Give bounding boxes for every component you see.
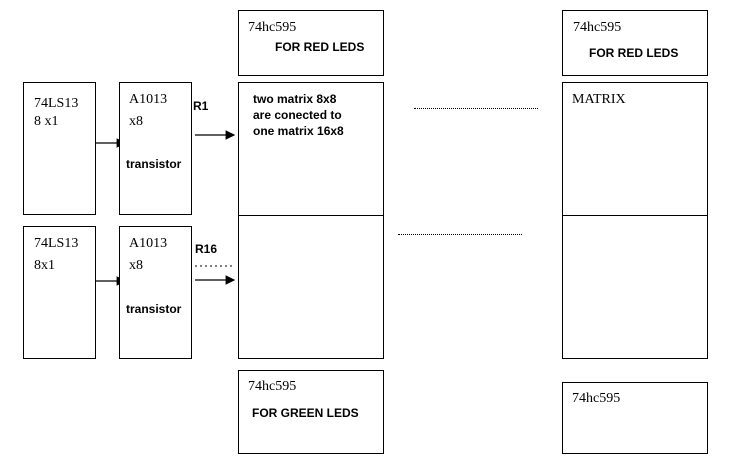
transistor-top-count: x8 [129, 114, 143, 129]
shift-register-green-right: 74hc595 [562, 382, 708, 454]
decoder-block-bottom: 74LS13 8x1 [23, 226, 96, 359]
shift-register-red-right: 74hc595 FOR RED LEDS [562, 10, 708, 76]
transistor-top-part: A1013 [129, 92, 168, 107]
shift-register-green-left: 74hc595 FOR GREEN LEDS [238, 370, 384, 454]
matrix-left-note-line1: two matrix 8x8 [253, 92, 337, 106]
transistor-block-top: A1013 x8 transistor [119, 82, 192, 215]
continuation-dots-top [414, 108, 538, 109]
shift-register-green-left-chip: 74hc595 [248, 379, 297, 394]
decoder-block-top: 74LS13 8 x1 [23, 82, 96, 215]
matrix-left-note-line3: one matrix 16x8 [253, 124, 344, 138]
transistor-block-bottom: A1013 x8 transistor [119, 226, 192, 359]
matrix-left-divider [239, 215, 383, 216]
transistor-top-label: transistor [126, 157, 182, 171]
matrix-right: MATRIX [562, 82, 708, 359]
decoder-top-chip: 74LS13 [34, 96, 79, 111]
continuation-dots-bottom [398, 234, 522, 235]
decoder-top-size: 8 x1 [34, 114, 59, 129]
matrix-right-divider [563, 215, 707, 216]
transistor-bottom-part: A1013 [129, 236, 168, 251]
decoder-bottom-size: 8x1 [34, 258, 55, 273]
resistor-label-top: R1 [193, 99, 209, 113]
decoder-bottom-chip: 74LS13 [34, 236, 79, 251]
transistor-bottom-label: transistor [126, 302, 182, 316]
shift-register-green-left-label: FOR GREEN LEDS [252, 406, 359, 420]
matrix-right-label: MATRIX [572, 92, 626, 107]
resistor-label-bottom: R16 [195, 242, 218, 256]
shift-register-red-left-chip: 74hc595 [248, 20, 297, 35]
shift-register-green-right-chip: 74hc595 [572, 391, 621, 406]
shift-register-red-right-chip: 74hc595 [573, 20, 622, 35]
shift-register-red-right-label: FOR RED LEDS [589, 46, 679, 60]
matrix-left-note-line2: are conected to [253, 108, 342, 122]
transistor-bottom-count: x8 [129, 258, 143, 273]
shift-register-red-left-label: FOR RED LEDS [275, 40, 365, 54]
matrix-left: two matrix 8x8 are conected to one matri… [238, 82, 384, 359]
shift-register-red-left: 74hc595 FOR RED LEDS [238, 10, 384, 76]
